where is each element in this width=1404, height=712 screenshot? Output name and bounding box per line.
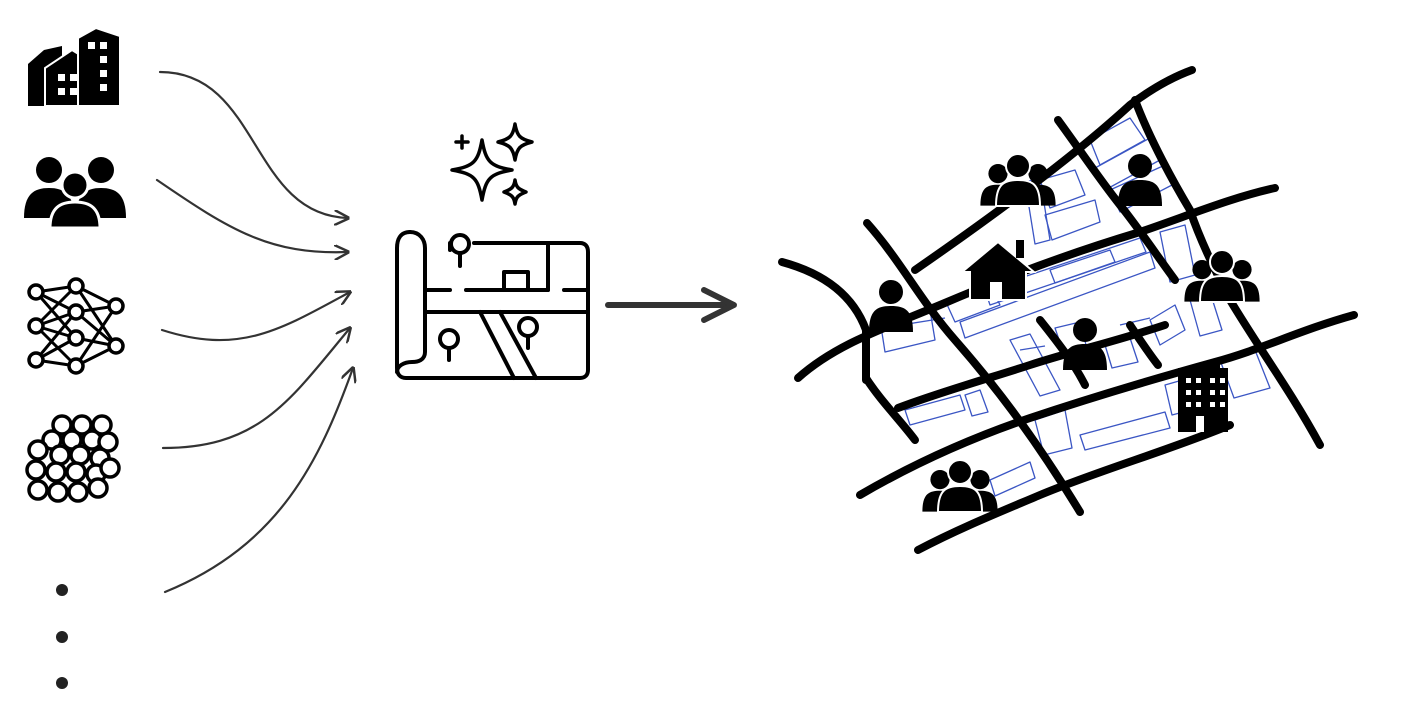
ellipsis-vertical-icon (56, 584, 68, 689)
output-arrow (605, 287, 737, 323)
people-group-icon (24, 157, 126, 230)
person-icon (869, 280, 913, 332)
crowd-icon (1184, 250, 1259, 302)
input-arrows (155, 70, 353, 594)
circle-grid-icon (25, 414, 121, 503)
neural-network-icon (27, 277, 125, 375)
buildings-icon (28, 26, 121, 107)
city-map-sketch (778, 66, 1358, 554)
sparkles-icon (450, 122, 534, 206)
office-building-icon (1178, 362, 1228, 432)
crowd-icon (922, 460, 997, 512)
crowd-icon (980, 154, 1055, 206)
house-icon (959, 240, 1037, 301)
ai-map-icon (395, 230, 590, 380)
